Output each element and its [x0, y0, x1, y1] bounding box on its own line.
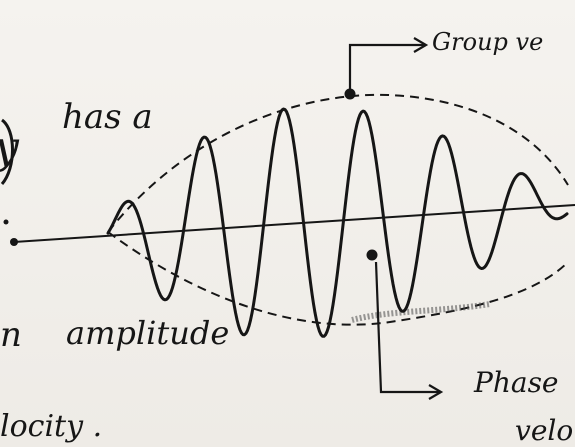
wave-carrier	[108, 109, 567, 336]
phase-velocity-label-1: Phase	[473, 366, 559, 399]
note-line3-text: amplitude	[66, 314, 229, 352]
upper-envelope	[108, 95, 568, 232]
axis-line	[14, 205, 575, 242]
note-line3-left: n	[0, 315, 22, 355]
note-line1-text: has a	[62, 97, 153, 137]
phase-arrow	[376, 262, 440, 392]
note-line4-text: locity .	[0, 409, 102, 444]
note-line1-left: y	[0, 122, 20, 173]
group-velocity-label: Group ve	[432, 28, 543, 56]
phase-point	[367, 250, 378, 261]
group-arrow	[350, 45, 425, 94]
axis-start-dot	[10, 238, 18, 246]
ink-dot	[4, 220, 9, 225]
phase-velocity-label-2: velo	[515, 414, 573, 447]
